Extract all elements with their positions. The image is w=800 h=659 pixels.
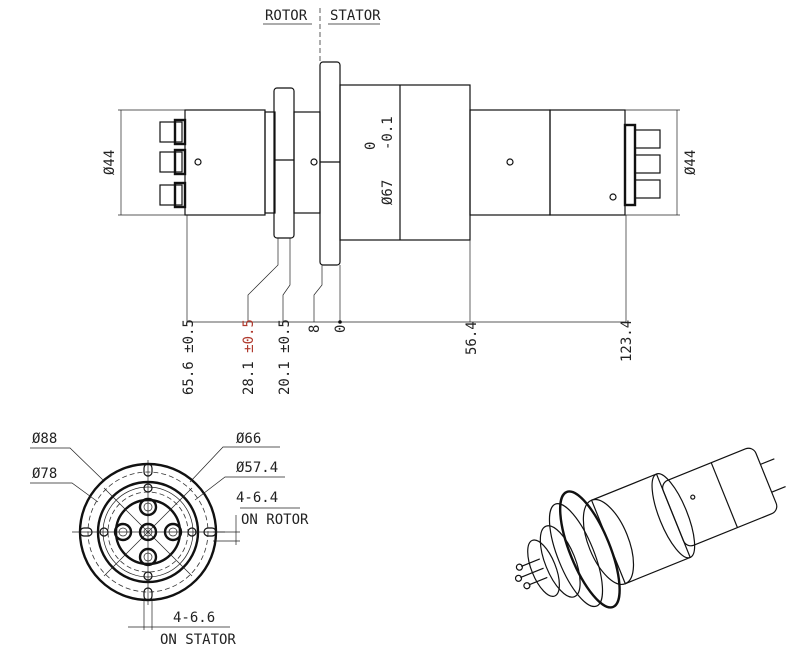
dim-56-4: 56.4: [464, 321, 480, 355]
dim-0: 0: [333, 325, 349, 333]
on-stator-label: ON STATOR: [160, 632, 236, 648]
dim-8: 8: [307, 325, 323, 333]
rotor-stator-header: ROTOR STATOR: [263, 8, 381, 62]
dim-65-6: 65.6 ±0.5: [181, 319, 197, 395]
right-connectors: [623, 123, 661, 207]
body-diameter-label: Ø67: [380, 180, 396, 205]
slots: [79, 463, 217, 601]
isometric-view: [514, 447, 786, 609]
rotor-label: ROTOR: [265, 8, 308, 24]
stator-label: STATOR: [330, 8, 381, 24]
stator-holes-label: 4-6.6: [173, 610, 215, 626]
diameter-57-4-label: Ø57.4: [236, 460, 278, 476]
right-diameter-label: Ø44: [683, 150, 699, 175]
diameter-66-label: Ø66: [236, 431, 261, 447]
on-rotor-label: ON ROTOR: [241, 512, 309, 528]
left-diameter-label: Ø44: [102, 150, 118, 175]
axial-dimension-labels: 65.6 ±0.5 28.1 ±0.5 20.1 ±0.5 8 0 56.4 1…: [181, 319, 635, 395]
slip-ring-side-view: Ø44 Ø44 Ø67 0 -0.1: [102, 61, 699, 324]
dim-28-1: 28.1 ±0.5: [241, 319, 257, 395]
diameter-78-label: Ø78: [32, 466, 57, 482]
left-connectors: [159, 118, 187, 209]
contacts: [113, 497, 183, 567]
diameter-88-label: Ø88: [32, 431, 57, 447]
end-view: Ø88 Ø78 Ø66 Ø57.4 4-6.4 ON ROTOR 4-6.6 O…: [30, 431, 309, 648]
body-tol-lower: -0.1: [380, 116, 396, 150]
dim-20-1: 20.1 ±0.5: [277, 319, 293, 395]
rotor-holes-label: 4-6.4: [236, 490, 278, 506]
body-tol-upper: 0: [363, 142, 379, 150]
dim-123-4: 123.4: [619, 320, 635, 362]
